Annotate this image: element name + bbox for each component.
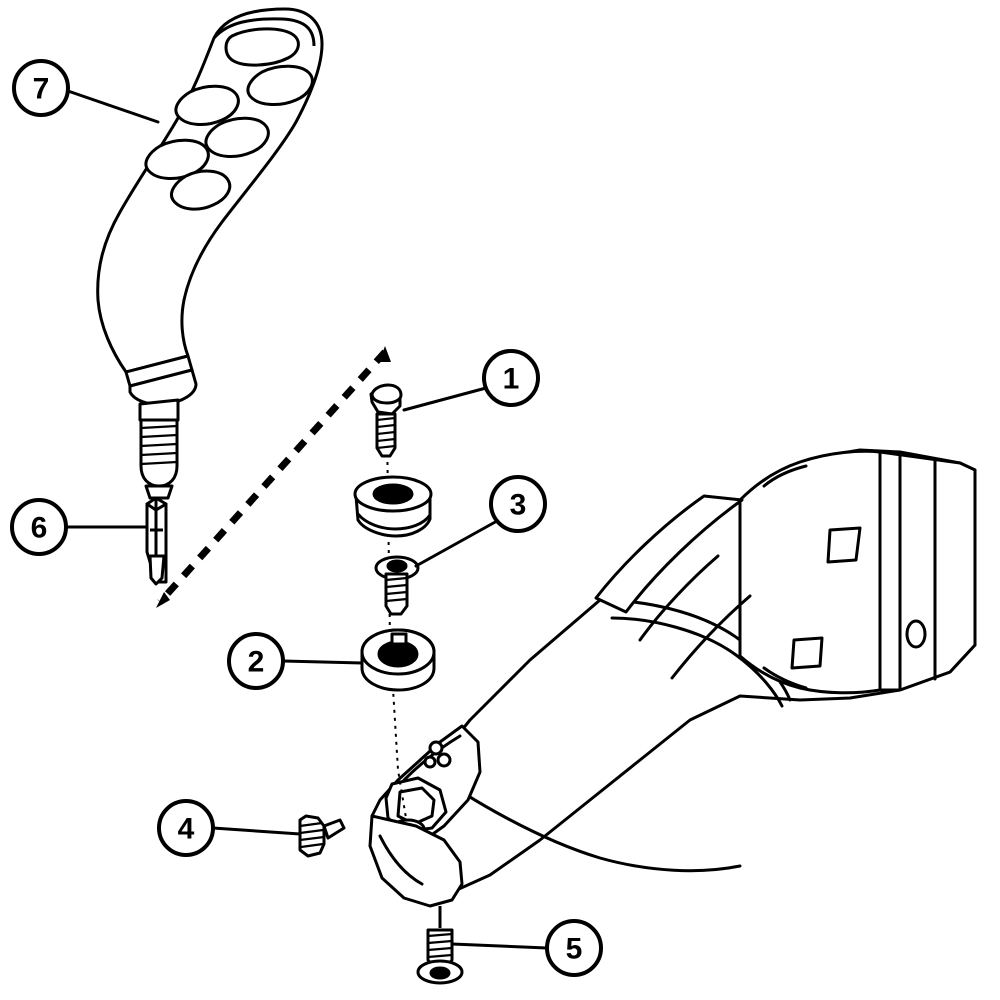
wrench-thread-lines bbox=[140, 424, 178, 466]
insert-clamp-inner bbox=[396, 786, 436, 826]
callout-7[interactable]: 7 bbox=[12, 59, 70, 117]
wrench-grip-inner-contour bbox=[212, 17, 316, 47]
callout-4-label: 4 bbox=[178, 813, 195, 846]
holder-collar-rib-2 bbox=[638, 554, 720, 642]
callout-5-circle[interactable] bbox=[545, 919, 603, 977]
hsk-tool-holder bbox=[394, 448, 977, 898]
wrench-grip-pad-4 bbox=[204, 116, 270, 158]
wrench-grip-pad-2 bbox=[246, 64, 314, 106]
lower-screw bbox=[416, 906, 464, 985]
dashed-assembly-axis bbox=[156, 346, 391, 608]
set-screw bbox=[298, 814, 346, 858]
set-screw-tip bbox=[322, 818, 346, 840]
callout-6[interactable]: 6 bbox=[10, 498, 68, 556]
callout-1[interactable]: 1 bbox=[482, 349, 540, 407]
clamping-screw-top bbox=[369, 383, 403, 458]
shim-screw-socket bbox=[386, 559, 408, 573]
holder-inner-contour bbox=[610, 616, 784, 708]
axis-dashed-line bbox=[157, 349, 388, 605]
head-body-lower bbox=[368, 814, 464, 908]
wrench-grip-pad-3 bbox=[174, 84, 240, 126]
callout-4[interactable]: 4 bbox=[157, 799, 215, 857]
screw-1-thread-lines bbox=[376, 416, 396, 450]
leader-7 bbox=[66, 89, 160, 124]
callout-1-circle[interactable] bbox=[482, 349, 540, 407]
leader-2 bbox=[281, 659, 364, 665]
seat-hole-1 bbox=[428, 740, 444, 756]
spacer-sleeve bbox=[353, 475, 433, 538]
leader-4 bbox=[211, 826, 302, 836]
bit-tip bbox=[148, 554, 166, 586]
callout-2[interactable]: 2 bbox=[227, 632, 285, 690]
wrench-grip-pad-6 bbox=[170, 169, 232, 211]
callout-2-label: 2 bbox=[248, 646, 265, 679]
sleeve-bore bbox=[372, 483, 414, 505]
seat-hole-2 bbox=[436, 752, 452, 768]
lower-screw-socket bbox=[429, 966, 451, 980]
callout-2-circle[interactable] bbox=[227, 632, 285, 690]
wrench-grip-pad-1 bbox=[224, 27, 300, 67]
callout-1-label: 1 bbox=[503, 363, 520, 396]
lower-screw-thread-lines bbox=[427, 932, 453, 959]
set-screw-body bbox=[298, 814, 326, 858]
axis-arrow-tail bbox=[156, 592, 170, 608]
leader-1 bbox=[402, 386, 488, 412]
axis-arrow-head bbox=[379, 346, 391, 362]
shim-seat-washer bbox=[360, 628, 436, 692]
shim-screw-thread-lines bbox=[385, 576, 408, 603]
torx-bit bbox=[145, 496, 168, 586]
torque-wrench-handle bbox=[96, 7, 324, 500]
callout-3-circle[interactable] bbox=[489, 475, 547, 533]
seat-hole-3 bbox=[423, 755, 437, 769]
washer-notch bbox=[390, 632, 408, 646]
holder-flange-slot-upper bbox=[826, 526, 862, 564]
leader-5 bbox=[450, 942, 549, 950]
callout-7-label: 7 bbox=[33, 73, 50, 106]
holder-collar-rib-3 bbox=[670, 594, 752, 680]
callout-3-label: 3 bbox=[510, 489, 527, 522]
wrench-shaft bbox=[138, 398, 180, 422]
head-body-edge bbox=[378, 834, 424, 886]
holder-coolant-hole bbox=[905, 619, 927, 649]
callout-6-circle[interactable] bbox=[10, 498, 68, 556]
wrench-nose-tip bbox=[144, 484, 174, 500]
callout-5-label: 5 bbox=[566, 933, 583, 966]
callout-6-label: 6 bbox=[31, 512, 48, 545]
holder-flange-slot-lower bbox=[790, 636, 824, 670]
holder-shank-end bbox=[878, 450, 977, 692]
shim-screw bbox=[374, 555, 420, 616]
holder-collar-band bbox=[594, 494, 744, 614]
sleeve-bottom-edge bbox=[356, 512, 432, 531]
washer-bore bbox=[377, 640, 419, 668]
callout-7-circle[interactable] bbox=[12, 59, 70, 117]
set-screw-thread-lines bbox=[299, 821, 325, 849]
screw-1-head-top bbox=[370, 383, 403, 405]
callout-3[interactable]: 3 bbox=[489, 475, 547, 533]
callout-5[interactable]: 5 bbox=[545, 919, 603, 977]
leader-3 bbox=[414, 519, 499, 568]
callout-4-circle[interactable] bbox=[157, 799, 215, 857]
holder-flange-ring-inner bbox=[762, 464, 808, 690]
cutting-head-seat bbox=[368, 724, 482, 908]
callout-leaders bbox=[64, 89, 549, 950]
